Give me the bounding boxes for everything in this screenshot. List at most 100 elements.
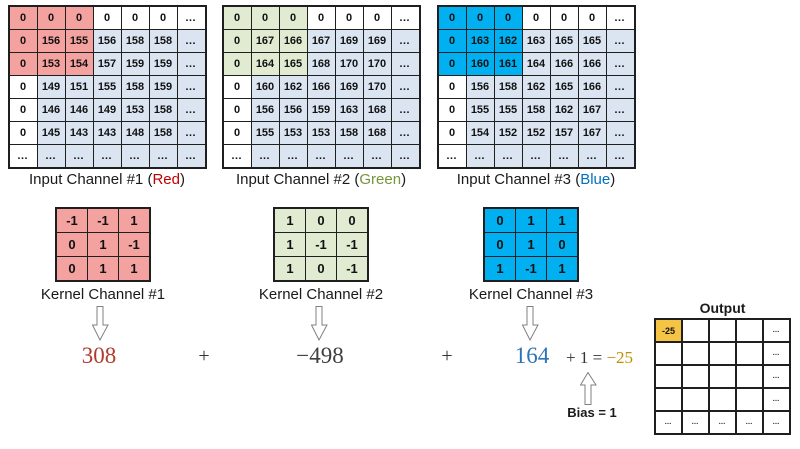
grid-cell: 0 <box>334 5 364 30</box>
grid-cell: 153 <box>306 121 336 145</box>
kernel-channel-3-label: Kernel Channel #3 <box>468 286 594 303</box>
grid-cell <box>681 364 710 389</box>
grid-cell: … <box>390 29 420 53</box>
grid-cell: 154 <box>64 52 94 76</box>
grid-cell: 158 <box>120 75 150 99</box>
grid-cell: 151 <box>64 75 94 99</box>
grid-cell: 166 <box>306 75 336 99</box>
grid-row: …………… <box>654 410 791 435</box>
grid-cell <box>681 387 710 412</box>
grid-cell: … <box>605 98 635 122</box>
grid-cell: -1 <box>515 256 547 282</box>
grid-cell: 167 <box>306 29 336 53</box>
grid-cell: 0 <box>55 256 88 282</box>
grid-cell: … <box>390 75 420 99</box>
grid-cell: … <box>390 5 420 30</box>
grid-cell: 161 <box>493 52 523 76</box>
grid-cell: 168 <box>306 52 336 76</box>
grid-cell: 0 <box>8 29 38 53</box>
grid-cell: 168 <box>362 98 392 122</box>
grid-cell: … <box>390 52 420 76</box>
grid-cell: 165 <box>549 75 579 99</box>
grid-cell: 165 <box>577 29 607 53</box>
grid-cell: 0 <box>222 98 252 122</box>
grid-cell <box>735 341 764 366</box>
grid-cell: 0 <box>55 232 88 257</box>
grid-cell: 1 <box>483 256 516 282</box>
grid-cell: 153 <box>120 98 150 122</box>
grid-cell: 0 <box>222 29 252 53</box>
grid-cell: 156 <box>92 29 122 53</box>
grid-cell: 146 <box>64 98 94 122</box>
grid-cell: 1 <box>273 256 306 282</box>
label-color-word: Green <box>359 171 402 188</box>
grid-cell: … <box>390 121 420 145</box>
grid-cell: 163 <box>334 98 364 122</box>
grid-cell: 156 <box>250 98 280 122</box>
label-color-word: Blue <box>580 171 611 188</box>
label-text: Input Channel #2 ( <box>235 171 360 188</box>
down-arrow-icon <box>92 306 109 341</box>
grid-cell: … <box>250 144 280 169</box>
grid-cell: -1 <box>55 207 88 233</box>
grid-cell: 0 <box>437 75 467 99</box>
channel-2-sum-value: −498 <box>296 343 344 368</box>
grid-cell: 0 <box>8 75 38 99</box>
grid-cell: 0 <box>306 5 336 30</box>
grid-cell: 162 <box>493 29 523 53</box>
grid-row: … <box>654 364 791 389</box>
grid-cell: 167 <box>577 98 607 122</box>
grid-cell <box>708 318 737 343</box>
grid-cell: 169 <box>334 29 364 53</box>
grid-row: -25… <box>654 318 791 343</box>
grid-cell: 0 <box>8 121 38 145</box>
grid-table: -25……………………… <box>654 318 791 435</box>
grid-cell: … <box>654 410 683 435</box>
down-arrow-icon <box>311 306 328 341</box>
grid-cell: 0 <box>577 5 607 30</box>
grid-cell: 0 <box>437 121 467 145</box>
grid-cell: … <box>437 144 467 169</box>
grid-cell <box>654 341 683 366</box>
grid-cell: 155 <box>92 75 122 99</box>
down-arrow-icon <box>522 306 539 341</box>
grid-cell: -1 <box>305 232 337 257</box>
grid-cell: … <box>465 144 495 169</box>
grid-cell: 0 <box>465 5 495 30</box>
grid-cell: 156 <box>278 98 308 122</box>
grid-cell: 0 <box>250 5 280 30</box>
grid-cell: 0 <box>278 5 308 30</box>
grid-cell <box>708 387 737 412</box>
grid-cell: 152 <box>521 121 551 145</box>
grid-cell: 1 <box>546 256 579 282</box>
grid-cell: 1 <box>273 207 306 233</box>
grid-cell: … <box>334 144 364 169</box>
up-arrow-icon <box>580 372 597 405</box>
grid-cell: 158 <box>148 121 178 145</box>
grid-cell: 0 <box>483 207 516 233</box>
grid-cell: 157 <box>92 52 122 76</box>
grid-row: 1-1-1 <box>273 232 369 257</box>
grid-cell: 160 <box>250 75 280 99</box>
grid-cell: 0 <box>148 5 178 30</box>
